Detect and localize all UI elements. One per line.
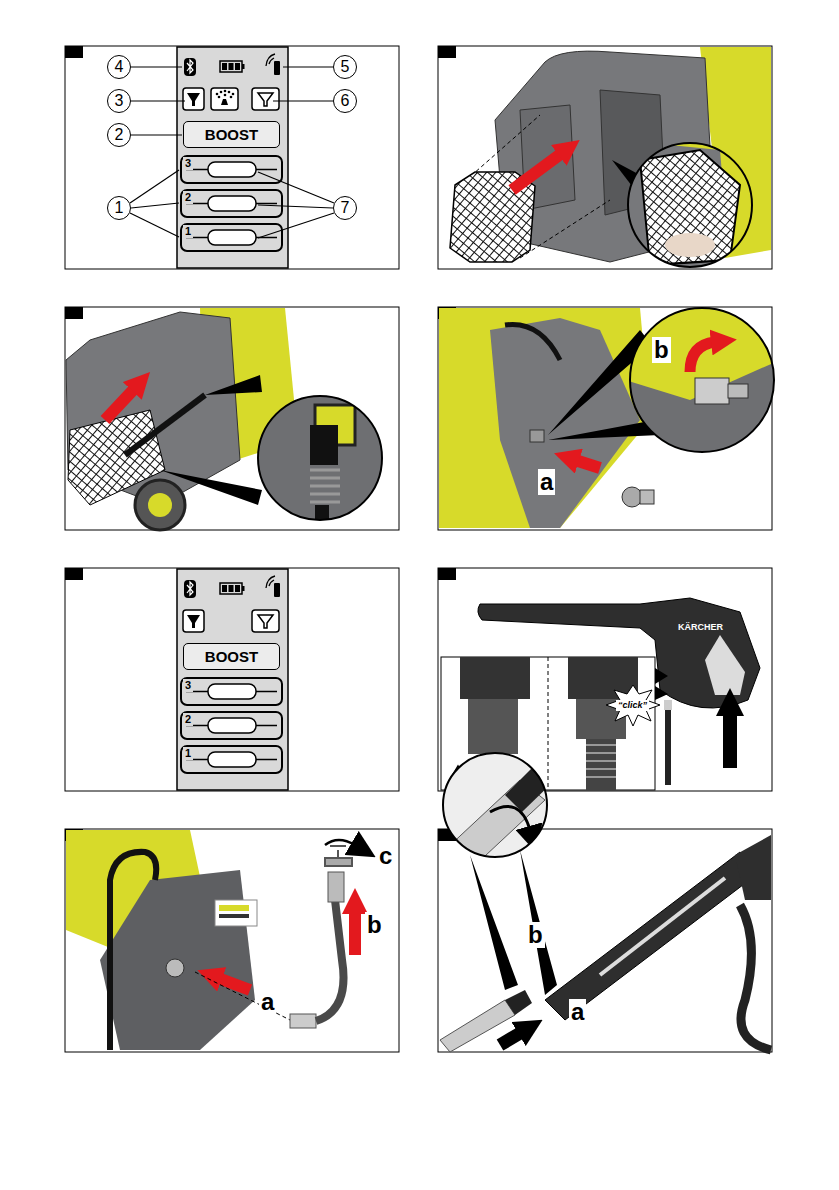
callout-number: 4 (107, 55, 131, 79)
callout-number: 1 (107, 196, 131, 220)
button-number: 1 (183, 747, 193, 760)
callout-text: 7 (341, 200, 350, 216)
callout-text: 2 (115, 127, 124, 143)
boost-button: BOOST (183, 121, 280, 148)
button-label: BOOST (205, 649, 258, 664)
callout-number: 3 (107, 89, 131, 113)
callout-number: 2 (107, 123, 131, 147)
callout-text: 6 (341, 93, 350, 109)
callout-text: 3 (115, 93, 124, 109)
button-number: 3 (183, 157, 193, 170)
callout-text: 1 (115, 200, 124, 216)
step-letter: a (569, 999, 586, 1025)
step-letter: b (652, 337, 671, 363)
click-sound: “click” (616, 700, 649, 711)
callout-text: 5 (341, 59, 350, 75)
callout-number: 5 (333, 55, 357, 79)
step-letter: b (526, 922, 545, 948)
boost-button: BOOST (183, 643, 280, 670)
step-letter: b (365, 912, 384, 938)
step-letter: a (538, 469, 555, 495)
button-label: BOOST (205, 127, 258, 142)
step-letter: a (259, 989, 276, 1015)
callout-number: 6 (333, 89, 357, 113)
brand-logo: KÄRCHER (676, 622, 725, 633)
button-number: 2 (183, 191, 193, 204)
step-letter: c (377, 843, 394, 869)
button-number: 2 (183, 713, 193, 726)
callout-text: 4 (115, 59, 124, 75)
callout-number: 7 (333, 196, 357, 220)
button-number: 1 (183, 225, 193, 238)
button-number: 3 (183, 679, 193, 692)
